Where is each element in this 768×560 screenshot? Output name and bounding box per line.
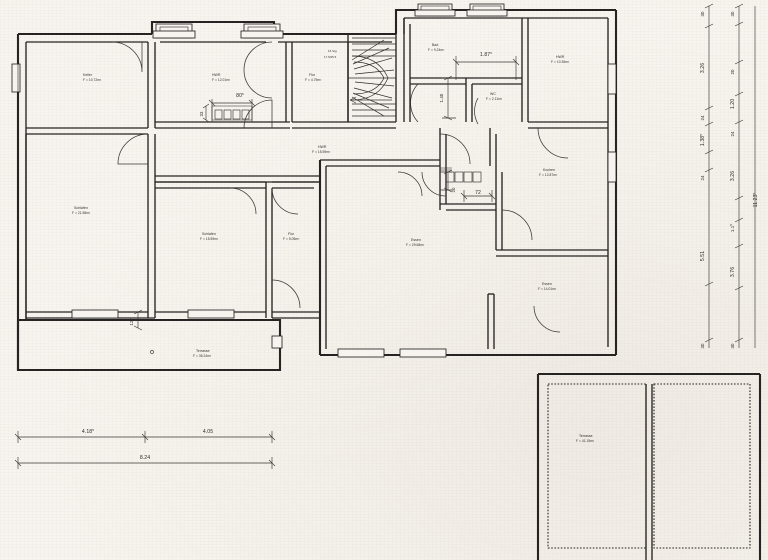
svg-text:F = 2.11m²: F = 2.11m² (486, 97, 503, 101)
svg-text:F = 4.79m²: F = 4.79m² (305, 78, 322, 82)
window-icon (152, 23, 196, 39)
interior-walls-mid (25, 134, 320, 320)
room-label: Kochen F = 12.87m² (539, 168, 558, 177)
dimension-text: 3.26 (700, 63, 706, 73)
dimension-text: 1.20 (730, 99, 736, 109)
room-label: Flur F = 4.79m² (305, 73, 322, 82)
stair-steps-label: 16 Stg. (328, 49, 337, 53)
svg-text:Essen: Essen (411, 238, 421, 242)
door-swings (111, 41, 569, 333)
room-label: Terrasse F = 41.15m² (576, 434, 595, 443)
svg-text:F = 15.59m²: F = 15.59m² (200, 237, 219, 241)
dimension-text: 1.875 (480, 51, 492, 58)
dimension-tick (704, 3, 714, 343)
dimension-text: 3.76 (730, 267, 736, 277)
room-label: Bad F = 9.24m² (428, 43, 445, 52)
svg-text:Kochen: Kochen (543, 168, 555, 172)
interior-walls-lower-right (319, 128, 608, 355)
dimension-text: 24 (700, 115, 705, 121)
room-label: Essen F = 14.01m² (538, 282, 557, 291)
svg-text:Flur: Flur (309, 73, 316, 77)
room-label: Schlafen F = 15.59m² (200, 232, 219, 241)
room-label: WC F = 2.11m² (486, 92, 503, 101)
svg-text:HWR: HWR (556, 55, 565, 59)
room-label: HWR F = 12.01m² (212, 73, 231, 82)
svg-text:F = 21.58m²: F = 21.58m² (72, 211, 91, 215)
interior-walls-right-upper (403, 18, 617, 183)
svg-text:Essen: Essen (542, 282, 552, 286)
room-label: Flur F = 5.05m² (283, 232, 300, 241)
interior-walls-upper (26, 42, 396, 135)
room-label: Keller F = 10.72m² (83, 73, 102, 82)
svg-text:Terrasse: Terrasse (196, 349, 210, 353)
window-icon (466, 3, 508, 17)
room-label: HWR F = 10.35m² (551, 55, 570, 64)
svg-text:F = 9.24m²: F = 9.24m² (428, 48, 445, 52)
dimension-text: 30 (730, 11, 735, 17)
dimension-total-text: 8.24 (140, 455, 150, 461)
room-label: Terrasse F = 35.24m² (193, 349, 212, 358)
svg-text:F = 5.05m²: F = 5.05m² (283, 237, 300, 241)
svg-text:Bad: Bad (432, 43, 438, 47)
dimension-text: 24 (730, 131, 735, 137)
svg-text:Terrasse: Terrasse (579, 434, 593, 438)
window-icon (240, 23, 284, 39)
dimension-text: 24 (700, 175, 705, 181)
dimension-text: 20 (451, 187, 456, 193)
stair-rise-run-label: 17.5/25.5 (324, 55, 337, 59)
svg-text:Flur: Flur (288, 232, 295, 236)
room-label: Essen F = 29.68m² (406, 238, 425, 247)
dimension-text: 5.51 (700, 251, 706, 261)
dimension-text: 30 (700, 11, 705, 17)
terrace-left-outline (16, 318, 283, 372)
window-symbols-bottom (71, 309, 447, 358)
dimension-text: 1.15 (729, 224, 735, 232)
svg-text:F = 15.59m²: F = 15.59m² (312, 150, 331, 154)
svg-text:F = 10.72m²: F = 10.72m² (83, 78, 102, 82)
inner-dimension-lines (133, 56, 520, 331)
svg-text:HWR: HWR (318, 145, 327, 149)
dimension-text: 125 (128, 318, 134, 325)
dimension-tick (734, 3, 744, 343)
kitchen-units-icon (445, 171, 482, 183)
svg-text:F = 10.35m²: F = 10.35m² (551, 60, 570, 64)
bottom-dimension-chain: 4.185 4.05 8.24 (14, 428, 276, 469)
right-dimension-texts: 30 3.26 24 1.385 24 5.51 30 30 20 1.20 2… (699, 11, 759, 349)
dimension-text: 30 (730, 343, 735, 349)
terrace-right-outline (536, 372, 762, 560)
dimension-text: 20 (730, 69, 735, 75)
svg-text:F = 35.24m²: F = 35.24m² (193, 354, 212, 358)
svg-text:Keller: Keller (83, 73, 93, 77)
staircase (347, 34, 397, 122)
room-labels: Keller F = 10.72m² HWR F = 12.01m² Flur … (72, 43, 595, 443)
dimension-text: 72 (475, 190, 481, 196)
svg-text:WC: WC (490, 92, 496, 96)
inner-dimension-texts: 805 33 1.875 1.40 20 72 125 (128, 51, 492, 325)
svg-text:F = 12.01m²: F = 12.01m² (212, 78, 231, 82)
window-symbols-left (11, 63, 21, 93)
dimension-text: 3.26 (730, 171, 736, 181)
svg-text:F = 12.87m²: F = 12.87m² (539, 173, 558, 177)
window-symbols-top (152, 3, 508, 39)
dimension-total-text: 11.235 (752, 192, 759, 207)
dimension-text: 4.185 (82, 428, 94, 435)
svg-text:F = 29.68m²: F = 29.68m² (406, 243, 425, 247)
svg-text:Schlafen: Schlafen (202, 232, 216, 236)
stair-label: 16 Stg. 17.5/25.5 (324, 49, 337, 59)
dimension-text: 1.40 (439, 93, 444, 102)
dimension-text: 1.385 (699, 134, 706, 146)
dimension-text: 4.05 (203, 429, 213, 435)
svg-text:F = 14.01m²: F = 14.01m² (538, 287, 557, 291)
svg-text:F = 41.15m²: F = 41.15m² (576, 439, 595, 443)
room-label: HWR F = 15.59m² (312, 145, 331, 154)
dimension-text: 30 (700, 343, 705, 349)
svg-text:Schlafen: Schlafen (74, 206, 88, 210)
window-icon (414, 3, 456, 17)
room-label: Schlafen F = 21.58m² (72, 206, 91, 215)
dimension-text: 33 (199, 111, 204, 117)
right-dimension-chains (704, 3, 756, 348)
svg-text:HWR: HWR (212, 73, 221, 77)
dimension-text: 805 (236, 92, 244, 99)
